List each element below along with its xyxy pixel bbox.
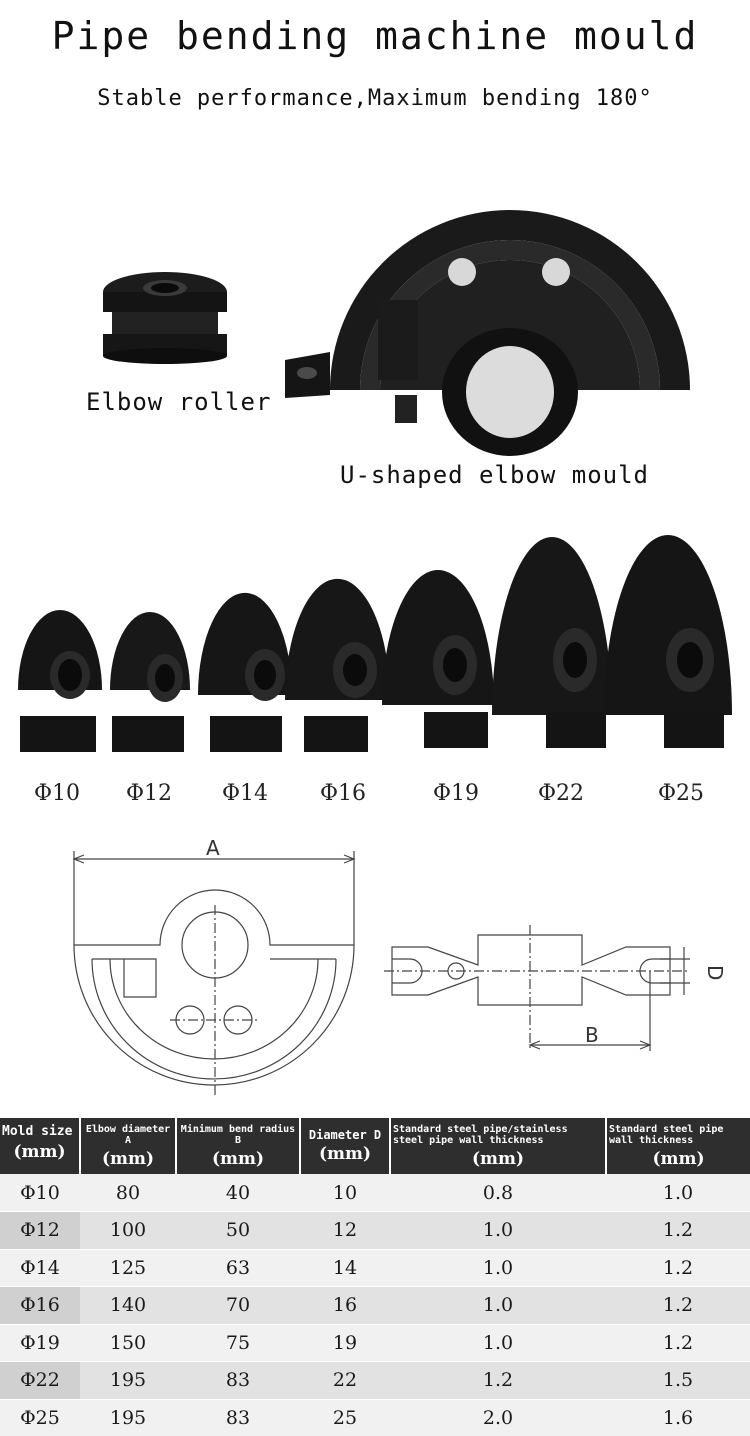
column-header-steel-wall-thickness: Standard steel pipe wall thickness (mm) — [606, 1118, 750, 1174]
column-header-stainless-wall-thickness: Standard steel pipe/stainless steel pipe… — [390, 1118, 607, 1174]
page-subtitle: Stable performance,Maximum bending 180° — [97, 86, 653, 111]
column-header-diameter-d: Diameter D (mm) — [300, 1118, 391, 1174]
mould-phi14 — [198, 592, 292, 752]
table-cell: Φ14 — [0, 1249, 80, 1287]
table-cell: 83 — [176, 1361, 300, 1400]
mould-phi10 — [18, 610, 102, 752]
mould-phi22 — [492, 537, 612, 748]
table-row: Φ19 150 75 19 1.0 1.2 — [0, 1324, 750, 1362]
mould-phi25 — [604, 535, 732, 748]
dim-label-d: D — [703, 965, 727, 980]
table-cell: 40 — [176, 1174, 300, 1212]
table-cell: 22 — [300, 1361, 390, 1400]
table-cell: 195 — [80, 1399, 176, 1436]
size-label-phi25: Φ25 — [657, 781, 705, 806]
table-cell: 12 — [300, 1211, 390, 1250]
table-header-row: Mold size (mm) Elbow diameter A (mm) Min… — [0, 1118, 750, 1174]
table-cell: 70 — [176, 1286, 300, 1325]
column-header-elbow-diameter: Elbow diameter A (mm) — [80, 1118, 177, 1174]
table-cell: 0.8 — [390, 1174, 606, 1212]
table-cell: 150 — [80, 1324, 176, 1362]
table-cell: 195 — [80, 1361, 176, 1400]
product-illustration — [103, 210, 690, 456]
size-label-phi16: Φ16 — [319, 781, 367, 806]
table-cell: 1.0 — [390, 1324, 606, 1362]
table-cell: Φ12 — [0, 1211, 80, 1250]
table-cell: Φ25 — [0, 1399, 80, 1436]
table-cell: 1.2 — [606, 1249, 750, 1287]
size-label-phi19: Φ19 — [432, 781, 480, 806]
table-cell: 80 — [80, 1174, 176, 1212]
size-label-phi22: Φ22 — [537, 781, 585, 806]
column-header-min-bend-radius: Minimum bend radius B (mm) — [176, 1118, 301, 1174]
front-view-drawing: A — [72, 836, 356, 1095]
table-cell: 14 — [300, 1249, 390, 1287]
table-cell: 1.6 — [606, 1399, 750, 1436]
table-cell: 16 — [300, 1286, 390, 1325]
table-cell: 1.0 — [606, 1174, 750, 1212]
table-cell: 1.2 — [606, 1286, 750, 1325]
table-cell: 25 — [300, 1399, 390, 1436]
table-cell: Φ10 — [0, 1174, 80, 1212]
table-cell: 50 — [176, 1211, 300, 1250]
page-title: Pipe bending machine mould — [51, 14, 699, 58]
table-cell: 1.0 — [390, 1211, 606, 1250]
table-cell: 100 — [80, 1211, 176, 1250]
size-label-phi10: Φ10 — [33, 781, 81, 806]
table-row: Φ14 125 63 14 1.0 1.2 — [0, 1249, 750, 1287]
table-row: Φ16 140 70 16 1.0 1.2 — [0, 1286, 750, 1325]
dim-label-a: A — [206, 836, 220, 860]
side-view-drawing: B D — [384, 925, 727, 1051]
table-row: Φ12 100 50 12 1.0 1.2 — [0, 1211, 750, 1250]
size-label-phi12: Φ12 — [125, 781, 173, 806]
mould-phi12 — [110, 612, 190, 752]
table-cell: 1.5 — [606, 1361, 750, 1400]
u-shaped-mould-label: U-shaped elbow mould — [340, 461, 649, 489]
table-cell: Φ16 — [0, 1286, 80, 1325]
table-cell: 1.0 — [390, 1286, 606, 1325]
mould-size-range-image — [18, 535, 732, 752]
table-row: Φ10 80 40 10 0.8 1.0 — [0, 1174, 750, 1212]
u-shaped-mould-image — [285, 210, 690, 456]
table-cell: 19 — [300, 1324, 390, 1362]
mould-phi19 — [382, 570, 494, 748]
dimension-diagram: A B D — [72, 836, 727, 1095]
table-cell: Φ19 — [0, 1324, 80, 1362]
column-header-mold-size: Mold size (mm) — [0, 1118, 81, 1174]
table-cell: 140 — [80, 1286, 176, 1325]
table-cell: 75 — [176, 1324, 300, 1362]
table-cell: 1.2 — [390, 1361, 606, 1400]
table-cell: Φ22 — [0, 1361, 80, 1400]
table-cell: 1.2 — [606, 1211, 750, 1250]
table-cell: 125 — [80, 1249, 176, 1287]
mould-phi16 — [285, 578, 390, 752]
table-cell: 1.2 — [606, 1324, 750, 1362]
elbow-roller-image — [103, 272, 227, 364]
table-row: Φ22 195 83 22 1.2 1.5 — [0, 1361, 750, 1400]
table-cell: 2.0 — [390, 1399, 606, 1436]
table-cell: 83 — [176, 1399, 300, 1436]
dim-label-b: B — [585, 1023, 599, 1047]
table-cell: 63 — [176, 1249, 300, 1287]
table-cell: 10 — [300, 1174, 390, 1212]
elbow-roller-label: Elbow roller — [86, 388, 272, 416]
table-cell: 1.0 — [390, 1249, 606, 1287]
table-row: Φ25 195 83 25 2.0 1.6 — [0, 1399, 750, 1436]
specification-table: Mold size (mm) Elbow diameter A (mm) Min… — [0, 1118, 750, 1436]
size-label-phi14: Φ14 — [221, 781, 269, 806]
